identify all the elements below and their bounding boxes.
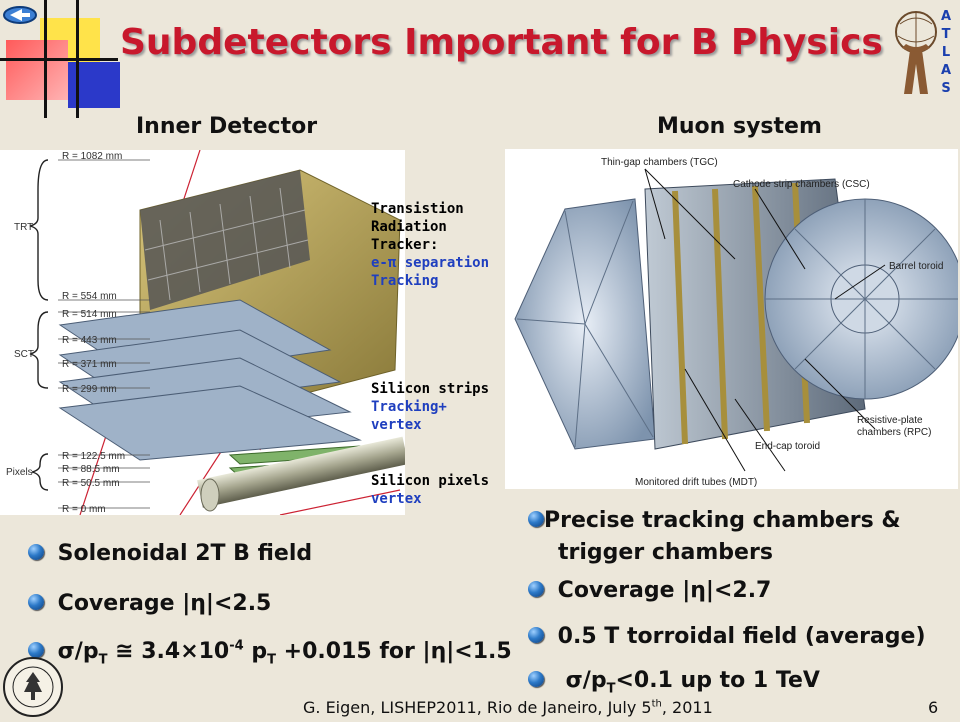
radius-label: R = 299 mm [62, 384, 117, 395]
radius-label: R = 554 mm [62, 291, 117, 302]
barrel-toroid-annotation: Barrel toroid [889, 261, 943, 272]
slide-number: 6 [928, 698, 939, 717]
radius-label: R = 50.5 mm [62, 478, 120, 489]
rpc-annotation-line1: Resistive-plate [857, 415, 923, 426]
radius-label: R = 443 mm [62, 335, 117, 346]
bullet-tracking-chambers: Precise tracking chambers & trigger cham… [528, 505, 901, 569]
footer-citation: G. Eigen, LISHEP2011, Rio de Janeiro, Ju… [303, 698, 713, 717]
radius-label: R = 514 mm [62, 309, 117, 320]
sct-group-label: SCT [14, 349, 34, 360]
bullet-icon [28, 544, 44, 560]
page-title: Subdetectors Important for B Physics [120, 22, 883, 63]
bullet-resolution-inner: σ/pT ≅ 3.4×10-4 pT +0.015 for |η|<1.5 [28, 639, 512, 668]
inner-detector-figure: TRT SCT Pixels R = 1082 mm R = 554 mm R … [0, 150, 405, 515]
trt-group-label: TRT [14, 222, 33, 233]
bullet-coverage-muon: Coverage |η|<2.7 [528, 578, 771, 603]
inner-detector-heading: Inner Detector [136, 114, 318, 139]
rpc-annotation-line2: chambers (RPC) [857, 427, 931, 438]
mdt-annotation: Monitored drift tubes (MDT) [635, 477, 757, 488]
silicon-pixels-description: Silicon pixels vertex [371, 473, 490, 507]
university-seal-logo [2, 656, 64, 718]
radius-label: R = 371 mm [62, 359, 117, 370]
radius-label: R = 0 mm [62, 504, 106, 515]
bullet-toroidal-field: 0.5 T torroidal field (average) [528, 624, 926, 649]
muon-system-figure: Thin-gap chambers (TGC) Cathode strip ch… [505, 149, 958, 489]
bullet-icon [528, 581, 544, 597]
bullet-icon [528, 627, 544, 643]
silicon-strips-description: Silicon strips Tracking+ vertex [371, 381, 490, 433]
radius-label: R = 122.5 mm [62, 451, 125, 462]
bullet-icon [528, 671, 544, 687]
bullet-icon [28, 642, 44, 659]
csc-annotation: Cathode strip chambers (CSC) [733, 179, 870, 190]
trt-description: Transistion Radiation Tracker: e-π separ… [371, 201, 490, 289]
muon-system-heading: Muon system [657, 114, 822, 139]
corner-decoration [0, 0, 120, 120]
nav-arrow-icon[interactable] [2, 4, 38, 26]
pixels-group-label: Pixels [6, 467, 33, 478]
bullet-solenoid: Solenoidal 2T B field [28, 541, 312, 566]
radius-label: R = 88.5 mm [62, 464, 120, 475]
radius-label: R = 1082 mm [62, 151, 122, 162]
bullet-coverage-inner: Coverage |η|<2.5 [28, 591, 271, 616]
end-cap-toroid-annotation: End-cap toroid [755, 441, 820, 452]
bullet-icon [28, 594, 44, 610]
bullet-icon [528, 511, 544, 527]
bullet-resolution-muon: σ/pT<0.1 up to 1 TeV [528, 668, 820, 696]
tgc-annotation: Thin-gap chambers (TGC) [601, 157, 718, 168]
